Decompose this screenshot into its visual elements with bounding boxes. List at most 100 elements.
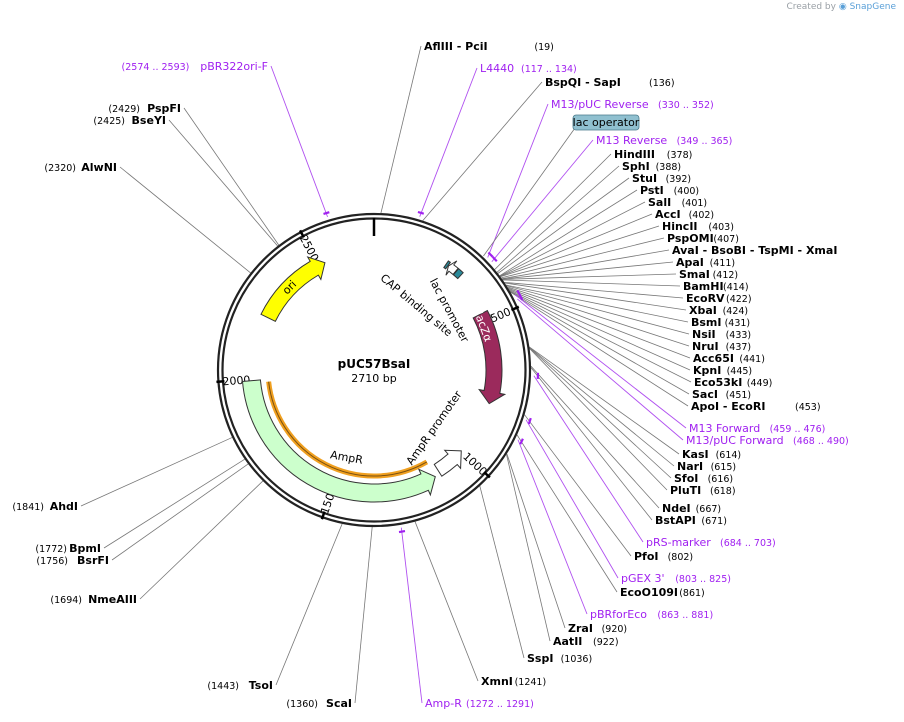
primer-leader-line	[400, 527, 423, 704]
restriction-site-sali: SalI(401)	[648, 196, 707, 209]
site-name: PfoI	[634, 550, 659, 563]
restriction-site-scai: ScaI(1360)	[286, 697, 352, 710]
restriction-site-bsrfi: BsrFI(1756)	[36, 554, 109, 567]
site-name: HindIII	[614, 148, 655, 161]
restriction-site-bsmi: BsmI(431)	[691, 316, 750, 329]
site-position: (618)	[710, 486, 736, 497]
restriction-site-saci: SacI(451)	[692, 388, 751, 401]
primer-m13-puc-reverse: M13/pUC Reverse(330 .. 352)	[551, 98, 714, 111]
feature-ampr-promoter-3	[433, 449, 462, 477]
restriction-site-zrai: ZraI(920)	[568, 622, 627, 635]
site-position: (388)	[656, 162, 682, 173]
site-leader-line	[507, 287, 691, 359]
amp-r-overlay-arc-line	[268, 381, 428, 477]
site-leader-line	[496, 165, 620, 273]
site-position: (922)	[593, 637, 619, 648]
site-name: TsoI	[249, 679, 273, 692]
tick-mark-1500	[320, 511, 326, 520]
snapgene-logo-icon: ◉	[838, 2, 847, 12]
primer-prs-marker: pRS-marker(684 .. 703)	[646, 536, 776, 549]
site-position: (920)	[602, 624, 628, 635]
feature-cap-binding-site-5	[452, 267, 464, 280]
primer-bind-mark	[519, 438, 524, 445]
restriction-site-bamhi: BamHI(414)	[683, 280, 749, 293]
restriction-site-bpmi: BpmI(1772)	[35, 542, 101, 555]
site-leader-line	[502, 273, 677, 280]
primer-m13-forward: M13 Forward(459 .. 476)	[689, 422, 825, 435]
site-leader-line	[530, 365, 660, 509]
primer-leader-line	[515, 294, 687, 429]
site-position: (671)	[701, 516, 727, 527]
tick-mark-2500	[298, 229, 305, 239]
site-leader-line	[530, 367, 653, 521]
primer-leader-line	[525, 419, 619, 579]
restriction-site-nari: NarI(615)	[677, 460, 736, 473]
site-leader-line	[422, 81, 543, 222]
site-position: (667)	[696, 504, 722, 515]
site-name: NruI	[692, 340, 719, 353]
site-name: NdeI	[662, 502, 691, 515]
site-leader-line	[499, 189, 638, 277]
tick-mark-500	[510, 305, 520, 312]
site-leader-line	[506, 454, 551, 642]
restriction-site-ecorv: EcoRV(422)	[686, 292, 752, 305]
restriction-site-sspi: SspI(1036)	[527, 652, 592, 665]
restriction-site-aatii: AatII (922)	[553, 635, 619, 648]
restriction-site-pluti: PluTI(618)	[670, 484, 736, 497]
primer-name: L4440	[480, 62, 514, 75]
site-name: Acc65I	[693, 352, 734, 365]
restriction-site-apai: ApaI (411)	[676, 256, 735, 269]
primer-range: (2574 .. 2593)	[122, 62, 190, 73]
site-name: SacI	[692, 388, 718, 401]
credit-prefix: Created by	[786, 2, 836, 12]
site-name: BstAPI	[655, 514, 696, 527]
site-leader-line	[506, 285, 690, 335]
primer-amp-r: Amp-R(1272 .. 1291)	[425, 697, 534, 710]
site-name: AvaI - BsoBI - TspMI - XmaI	[672, 244, 837, 257]
site-leader-line	[501, 249, 670, 280]
site-position: (424)	[723, 306, 749, 317]
site-position: (402)	[689, 210, 715, 221]
site-position: (411)	[710, 258, 736, 269]
plasmid-length: 2710 bp	[351, 372, 396, 385]
site-name: AflIII - PciI	[424, 40, 488, 53]
restriction-site-kpni: KpnI(445)	[693, 364, 752, 377]
site-name: AlwNI	[81, 161, 117, 174]
restriction-site-xmni: XmnI(1241)	[481, 675, 546, 688]
primer-leader-line	[517, 439, 588, 615]
site-leader-line	[504, 282, 687, 311]
restriction-site-apoi-ecori: ApoI - EcoRI(453)	[691, 400, 821, 413]
site-leader-line	[183, 107, 280, 246]
restriction-site-ecoo109i: EcoO109I(861)	[620, 586, 705, 599]
site-leader-line	[509, 291, 689, 407]
primer-l4440: L4440(117 .. 134)	[480, 62, 577, 75]
primer-leader-line	[533, 375, 644, 543]
feature-ampr-2	[241, 379, 436, 503]
site-leader-line	[80, 437, 233, 507]
site-leader-line	[168, 119, 278, 247]
site-name: HincII	[662, 220, 698, 233]
primer-bind-mark	[527, 417, 532, 425]
site-position: (437)	[726, 342, 752, 353]
site-name: SphI	[622, 160, 650, 173]
feature-arrows	[241, 256, 507, 503]
primer-name: pRS-marker	[646, 536, 711, 549]
primer-bind-mark	[518, 293, 524, 301]
site-name: ApaI	[676, 256, 704, 269]
restriction-site-hincii: HincII(403)	[662, 220, 734, 233]
restriction-site-smai: SmaI(412)	[679, 268, 738, 281]
site-leader-line	[529, 346, 680, 455]
restriction-site-pspomi: PspOMI(407)	[667, 232, 739, 245]
site-name: PspOMI	[667, 232, 714, 245]
site-name: AatII	[553, 635, 582, 648]
site-position: (422)	[726, 294, 752, 305]
site-position: (400)	[674, 186, 700, 197]
site-position: (1360)	[286, 699, 318, 710]
lac-operator-text: lac operator	[573, 116, 640, 129]
site-name: AhdI	[50, 500, 78, 513]
site-position: (1841)	[12, 502, 44, 513]
restriction-site-acc65i: Acc65I(441)	[693, 352, 765, 365]
primer-leader-line	[487, 103, 549, 258]
primer-bind-mark	[491, 256, 498, 263]
